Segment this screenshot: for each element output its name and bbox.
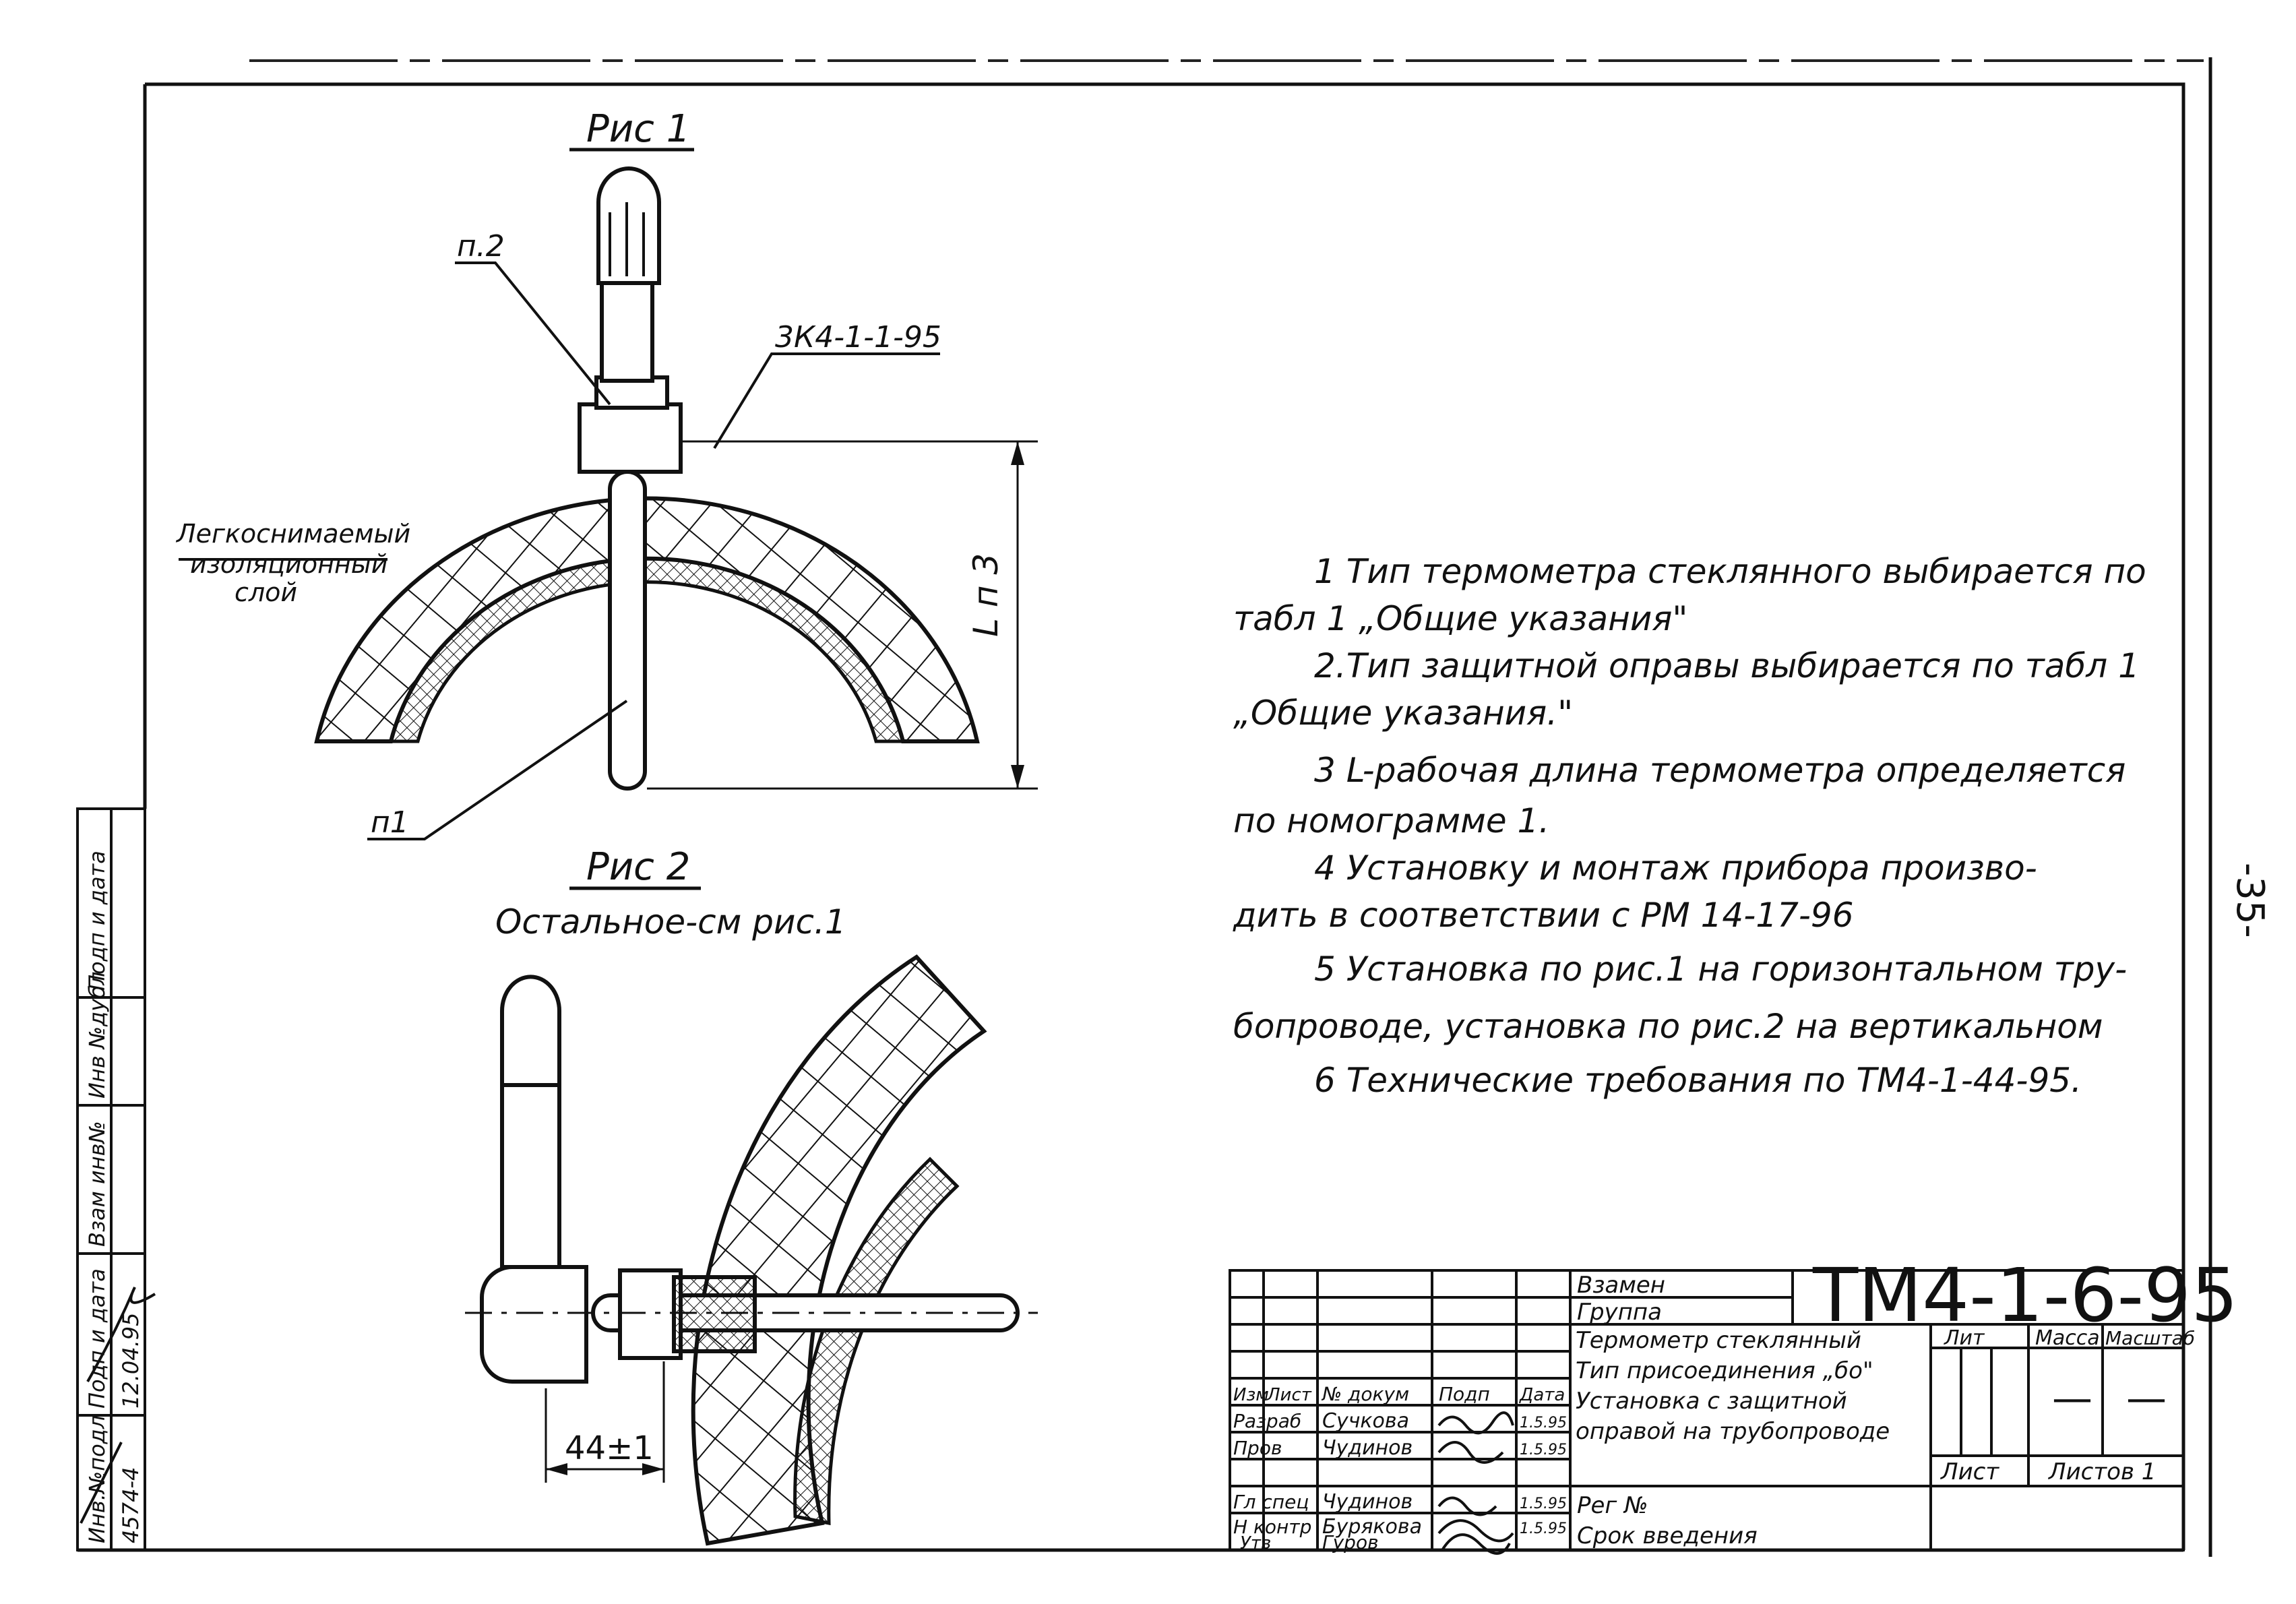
tb-row4-role: Н контр <box>1233 1516 1311 1538</box>
fig2-nut <box>618 1268 683 1360</box>
fig1-leader-ref <box>713 352 940 450</box>
note-line-4: „Общие указания." <box>1233 693 1573 733</box>
fig1-head-detail <box>609 202 645 276</box>
title-block-grid <box>1229 1269 2185 1551</box>
frame-top-right <box>145 82 2185 1550</box>
insulation-label-2: изоляционный <box>190 549 388 579</box>
note-line-3: 2.Тип защитной оправы выбирается по табл… <box>1314 646 2140 685</box>
stamp-col-1: Инв.№подл <box>84 1415 110 1543</box>
tb-lit: Лит <box>1944 1326 1985 1350</box>
notes-block: 1 Тип термометра стеклянного выбирается … <box>1233 552 2146 1100</box>
tb-desc-4: оправой на трубопроводе <box>1576 1418 1890 1445</box>
fig1-title: Рис 1 <box>586 107 690 151</box>
note-line-10: бопроводе, установка по рис.2 на вертика… <box>1233 1007 2103 1046</box>
stamp-val-2: 12.04.95 <box>118 1313 144 1409</box>
note-line-5: 3 L-рабочая длина термометра определяетс… <box>1314 751 2126 790</box>
tb-h-podp: Подп <box>1439 1383 1490 1405</box>
tb-h-list: Лист <box>1266 1385 1312 1405</box>
tb-masshtab-val: — <box>2126 1375 2167 1422</box>
tb-row2-role: Пров <box>1233 1437 1282 1459</box>
note-line-6: по номограмме 1. <box>1233 801 1549 840</box>
note-line-9: 5 Установка по рис.1 на горизонтальном т… <box>1314 950 2127 989</box>
fig2-title: Рис 2 <box>586 845 690 889</box>
fig2-pipe-wall <box>793 1156 960 1526</box>
tb-h-data: Дата <box>1519 1385 1565 1405</box>
fig1-pipe-wall <box>388 557 906 743</box>
fig2-fitting <box>672 1275 757 1353</box>
tb-masshtab: Масштаб <box>2105 1327 2195 1349</box>
note-line-11: 6 Технические требования по ТМ4-1-44-95. <box>1314 1061 2082 1100</box>
tb-row3-date: 1.5.95 <box>1520 1495 1567 1512</box>
fig1-label-ref: 3К4-1-1-95 <box>775 320 941 354</box>
fig1-leader-p1 <box>367 700 628 840</box>
tb-row5-role: Утв <box>1240 1533 1271 1553</box>
tb-massa: Масса <box>2035 1326 2100 1350</box>
stamp-col-4: Инв №дубл <box>84 972 110 1099</box>
tb-row2-date: 1.5.95 <box>1520 1442 1567 1458</box>
fig2-body <box>500 1083 561 1269</box>
fig1-head <box>596 166 661 285</box>
tb-listov: Листов 1 <box>2047 1458 2156 1485</box>
tb-srok: Срок введения <box>1577 1522 1758 1549</box>
stamp-val-1: 4574-4 <box>118 1467 144 1543</box>
note-line-2: табл 1 „Общие указания" <box>1233 599 1687 638</box>
stamp-signatures <box>80 1287 156 1524</box>
tb-h-izm: Изм <box>1233 1385 1269 1405</box>
tb-signatures <box>1437 1411 1514 1555</box>
tb-desc-3: Установка с защитной <box>1576 1388 1847 1415</box>
tb-row3-role: Гл спец <box>1233 1491 1309 1513</box>
tb-row4-date: 1.5.95 <box>1520 1520 1567 1537</box>
stamp-col-5: Подп и дата <box>84 851 110 991</box>
insulation-label-1: Легкоснимаемый <box>175 519 410 549</box>
insulation-label-3: слой <box>235 578 297 607</box>
tb-desc-2: Тип присоединения „бо" <box>1576 1357 1873 1384</box>
tb-code: ТМ4-1-6-95 <box>1812 1252 2238 1338</box>
tb-h-doc: № докум <box>1321 1383 1409 1405</box>
tb-row4-name: Бурякова <box>1322 1515 1422 1539</box>
tb-massa-val: — <box>2052 1375 2092 1422</box>
fig1-body <box>600 281 654 383</box>
fig1-leader-p2 <box>455 261 611 406</box>
dim-label-L: L п 3 <box>966 553 1005 637</box>
stamp-col-3: Взам инв№ <box>84 1121 110 1247</box>
tb-gruppa: Группа <box>1577 1299 1662 1326</box>
fig2-subtitle: Остальное-см рис.1 <box>495 902 846 942</box>
tb-row3-name: Чудинов <box>1322 1490 1413 1514</box>
note-line-1: 1 Тип термометра стеклянного выбирается … <box>1314 552 2146 591</box>
fig2-head <box>500 975 561 1087</box>
tb-row1-name: Сучкова <box>1322 1409 1409 1433</box>
tb-row5-name: Гуров <box>1322 1531 1379 1553</box>
stamp-col-2: Подп и дата <box>84 1268 110 1409</box>
fig2-insulation-layer <box>691 954 987 1546</box>
fig1-nut <box>578 402 683 474</box>
tb-row2-name: Чудинов <box>1322 1436 1413 1460</box>
note-line-7: 4 Установку и монтаж прибора произво- <box>1314 849 2037 888</box>
fig2-elbow <box>480 1265 588 1384</box>
tb-desc-1: Термометр стеклянный <box>1576 1327 1861 1354</box>
fig1-stem <box>608 470 647 791</box>
note-line-8: дить в соответствии с РМ 14-17-96 <box>1233 896 1854 935</box>
dim2-label: 44±1 <box>565 1429 654 1467</box>
tb-zamen: Взамен <box>1577 1272 1665 1299</box>
fig1-label-p1: п1 <box>371 805 409 840</box>
tb-row1-role: Разраб <box>1233 1410 1301 1432</box>
tb-list: Лист <box>1940 1458 1999 1485</box>
fig1-label-p2: п.2 <box>457 229 505 264</box>
tb-reg: Рег № <box>1577 1492 1648 1519</box>
side-stamp <box>76 807 146 1551</box>
tb-row1-date: 1.5.95 <box>1520 1415 1567 1431</box>
page-number: -35- <box>2228 863 2272 938</box>
